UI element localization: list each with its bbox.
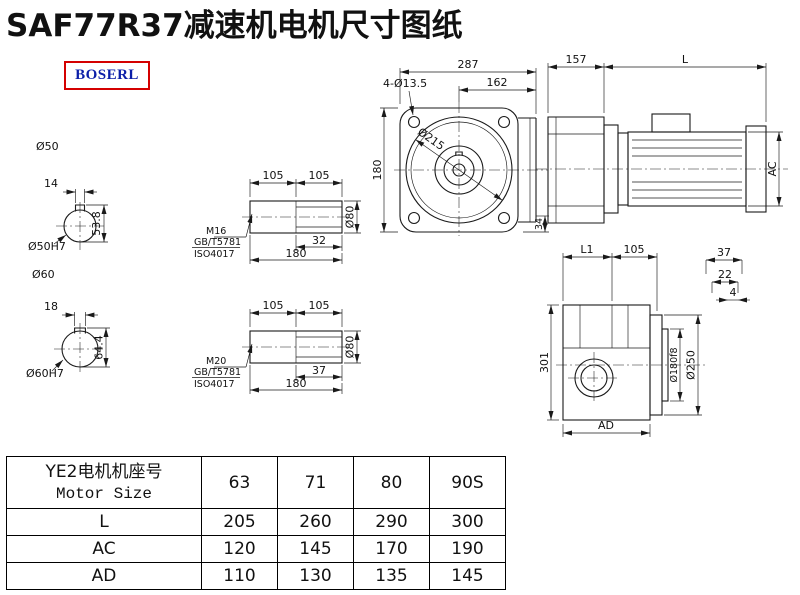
label-bushing2-std1: GB/T5781 xyxy=(194,367,241,378)
dim-flange-22: 22 xyxy=(718,268,732,281)
page-title: SAF77R37减速机电机尺寸图纸 xyxy=(6,8,463,44)
motor-size-90s: 90S xyxy=(429,456,506,509)
value-L-80: 290 xyxy=(353,508,430,536)
label-bushing1-thread: M16 xyxy=(206,226,226,237)
value-L-63: 205 xyxy=(201,508,278,536)
value-AC-71: 145 xyxy=(277,535,354,563)
dim-shaft50-bore: Ø50H7 xyxy=(28,240,66,253)
dim-bushing1-seg1: 105 xyxy=(263,169,284,182)
motor-size-71: 71 xyxy=(277,456,354,509)
output-flange-view: L1 105 37 22 4 301 Ø180f8 xyxy=(538,243,750,437)
dim-shaft50-dia: Ø50 xyxy=(36,140,59,153)
dim-shaft60-keywidth: 18 xyxy=(44,300,58,313)
dim-flange-dia1: Ø180f8 xyxy=(669,348,680,383)
motor-size-label-en: Motor Size xyxy=(55,484,152,503)
label-bushing2-std2: ISO4017 xyxy=(194,379,235,390)
dim-side-len1: 157 xyxy=(566,53,587,66)
value-AD-90s: 145 xyxy=(429,562,506,590)
dim-bushing2-seg1: 105 xyxy=(263,299,284,312)
dim-shaft60-dia: Ø60 xyxy=(32,268,55,281)
technical-drawing: Ø50 14 53.8 Ø50H7 Ø60 18 xyxy=(26,53,788,437)
motor-size-table: YE2电机机座号 Motor Size 63 71 80 90S L 205 2… xyxy=(6,456,506,590)
dim-flange-37: 37 xyxy=(717,246,731,259)
table-row-AC: AC 120 145 170 190 xyxy=(6,535,506,563)
dim-flange-105: 105 xyxy=(624,243,645,256)
dim-flange-height: 301 xyxy=(538,352,551,373)
dim-side-len2: L xyxy=(682,53,689,66)
dim-front-width2: 162 xyxy=(487,76,508,89)
dim-flange-l1: L1 xyxy=(580,243,593,256)
label-bushing1-std1: GB/T5781 xyxy=(194,237,241,248)
value-AC-63: 120 xyxy=(201,535,278,563)
dim-bushing1-dia: Ø80 xyxy=(344,206,357,229)
value-AC-80: 170 xyxy=(353,535,430,563)
dim-flange-dia2: Ø250 xyxy=(685,350,698,380)
dim-bushing2-depth: 37 xyxy=(312,364,326,377)
dim-bushing1-depth: 32 xyxy=(312,234,326,247)
label-bushing2-thread: M20 xyxy=(206,356,226,367)
dim-front-dia: Ø215 xyxy=(415,125,447,153)
shaft-60-section-view: Ø60 18 64.4 Ø60H7 xyxy=(26,268,110,380)
label-bushing1-std2: ISO4017 xyxy=(194,249,235,260)
dim-shaft60-bore: Ø60H7 xyxy=(26,367,64,380)
gearbox-front-view: 287 162 4-Ø13.5 Ø215 180 34 xyxy=(371,58,549,236)
dim-bushing2-dia: Ø80 xyxy=(344,336,357,359)
value-AD-71: 130 xyxy=(277,562,354,590)
bushing-m16-view: 105 105 32 180 Ø80 M16 GB/T5781 ISO4017 xyxy=(192,169,361,264)
dim-flange-4: 4 xyxy=(730,286,737,299)
dim-bushing1-length: 180 xyxy=(286,247,307,260)
dim-front-holes: 4-Ø13.5 xyxy=(383,77,427,90)
boserl-logo: BOSERL xyxy=(64,61,150,90)
gearmotor-side-view: 157 L AC xyxy=(536,53,788,224)
dim-bushing2-seg2: 105 xyxy=(309,299,330,312)
row-label-AD: AD xyxy=(6,562,202,590)
dim-front-offset: 34 xyxy=(534,218,545,230)
motor-size-80: 80 xyxy=(353,456,430,509)
dim-bushing1-seg2: 105 xyxy=(309,169,330,182)
dim-side-ac: AC xyxy=(766,161,779,176)
dim-shaft50-keywidth: 14 xyxy=(44,177,58,190)
table-header-motor-size: YE2电机机座号 Motor Size xyxy=(6,456,202,509)
dim-front-height: 180 xyxy=(371,160,384,181)
bushing-m20-view: 105 105 37 180 Ø80 M20 GB/T5781 ISO4017 xyxy=(192,299,361,394)
motor-size-label-cn: YE2电机机座号 xyxy=(45,462,163,482)
dim-shaft50-keyheight: 53.8 xyxy=(90,211,103,236)
row-label-AC: AC xyxy=(6,535,202,563)
motor-size-63: 63 xyxy=(201,456,278,509)
row-label-L: L xyxy=(6,508,202,536)
value-AC-90s: 190 xyxy=(429,535,506,563)
value-AD-80: 135 xyxy=(353,562,430,590)
dim-bushing2-length: 180 xyxy=(286,377,307,390)
value-L-90s: 300 xyxy=(429,508,506,536)
table-row-AD: AD 110 130 135 145 xyxy=(6,562,506,590)
shaft-50-section-view: Ø50 14 53.8 Ø50H7 xyxy=(28,140,108,253)
dim-shaft60-keyheight: 64.4 xyxy=(93,335,106,360)
dim-flange-ad: AD xyxy=(598,419,614,432)
value-AD-63: 110 xyxy=(201,562,278,590)
dim-front-width: 287 xyxy=(458,58,479,71)
value-L-71: 260 xyxy=(277,508,354,536)
table-header-row: YE2电机机座号 Motor Size 63 71 80 90S xyxy=(6,456,506,509)
table-row-L: L 205 260 290 300 xyxy=(6,508,506,536)
logo-text: BOSERL xyxy=(75,67,139,83)
